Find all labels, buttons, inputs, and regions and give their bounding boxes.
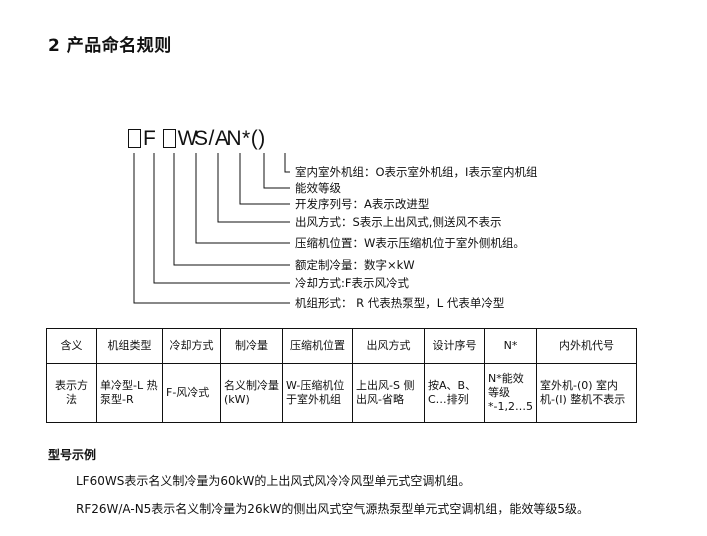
leader-line-efficiency — [263, 153, 290, 189]
naming-table: 含义 机组类型 冷却方式 制冷量 压缩机位置 出风方式 设计序号 N* 内外机代… — [46, 328, 637, 423]
legend-outlet: 出风方式：S表示上出风式,侧送风不表示 — [295, 215, 502, 229]
code-part-slash: / — [208, 127, 215, 150]
table-header: 出风方式 — [352, 328, 425, 364]
placeholder-box — [128, 129, 141, 148]
table-cell: N*能效等级 *-1,2…5 — [484, 363, 537, 423]
table-header: 冷却方式 — [162, 328, 221, 364]
code-part-n: N* — [226, 127, 251, 150]
section-heading: 2 产品命名规则 — [48, 36, 172, 56]
table-cell: 单冷型-L 热泵型-R — [96, 363, 163, 423]
table-header: 机组类型 — [96, 328, 163, 364]
table-header: N* — [484, 328, 537, 364]
placeholder-box — [162, 129, 176, 148]
table-cell: 室外机-(0) 室内机-(I) 整机不表示 — [536, 363, 637, 423]
table-header: 含义 — [46, 328, 97, 364]
leader-line-indoor-outdoor — [284, 153, 290, 173]
table-row: 表示方法 单冷型-L 热泵型-R F-风冷式 名义制冷量(kW) W-压缩机位于… — [46, 363, 637, 423]
table-cell: W-压缩机位于室外机组 — [282, 363, 353, 423]
example-line: LF60WS表示名义制冷量为60kW的上出风式风冷冷风型单元式空调机组。 — [76, 474, 471, 488]
leader-line-unit-type — [133, 153, 290, 304]
legend-leader-lines — [133, 153, 290, 304]
leader-line-series — [239, 153, 290, 205]
model-code: F WS/AN*() — [128, 127, 266, 151]
legend-cooling: 冷却方式:F表示风冷式 — [295, 276, 409, 290]
legend-indoor-outdoor: 室内室外机组：O表示室外机组，I表示室内机组 — [295, 165, 538, 179]
code-part-f: F — [143, 127, 157, 150]
code-part-brackets: () — [250, 127, 266, 150]
table-header-row: 含义 机组类型 冷却方式 制冷量 压缩机位置 出风方式 设计序号 N* 内外机代… — [46, 328, 637, 364]
code-part-s: S — [194, 127, 209, 150]
legend-efficiency: 能效等级 — [295, 181, 341, 195]
example-title: 型号示例 — [48, 448, 97, 462]
legend-capacity: 额定制冷量：数字×kW — [295, 258, 415, 272]
example-line: RF26W/A-N5表示名义制冷量为26kW的侧出风式空气源热泵型单元式空调机组… — [76, 502, 590, 516]
code-part-a: A — [214, 127, 230, 150]
table-cell: 按A、B、C…排列 — [424, 363, 485, 423]
code-part-w: W — [177, 127, 198, 150]
leader-line-outlet — [217, 153, 290, 223]
table-row-label: 表示方法 — [46, 363, 97, 423]
table-cell: F-风冷式 — [162, 363, 221, 423]
table-header: 内外机代号 — [536, 328, 637, 364]
leader-line-cooling — [153, 153, 290, 284]
table-cell: 上出风-S 侧出风-省略 — [352, 363, 425, 423]
legend-series: 开发序列号：A表示改进型 — [295, 197, 430, 211]
table-header: 压缩机位置 — [282, 328, 353, 364]
legend-compressor: 压缩机位置：W表示压缩机位于室外侧机组。 — [295, 236, 525, 250]
leader-line-compressor — [195, 153, 290, 244]
table-header: 设计序号 — [424, 328, 485, 364]
table-header: 制冷量 — [220, 328, 283, 364]
leader-line-capacity — [173, 153, 290, 266]
legend-unit-type: 机组形式： R 代表热泵型，L 代表单冷型 — [295, 296, 505, 310]
table-cell: 名义制冷量(kW) — [220, 363, 283, 423]
